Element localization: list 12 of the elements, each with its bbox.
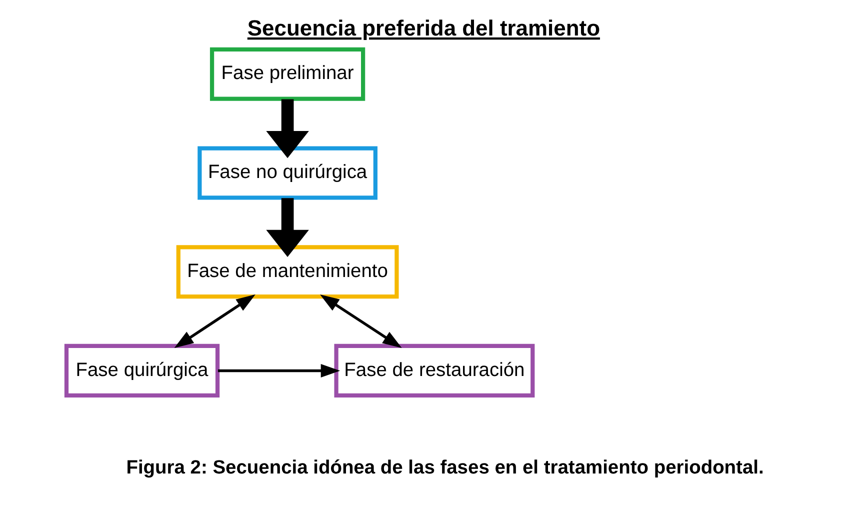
caption: Figura 2: Secuencia idónea de las fases en el tratamiento periodontal. [126,457,764,478]
arrow [217,364,340,378]
node-box: Fase preliminar [209,47,365,101]
arrow [320,294,402,348]
arrow [266,198,308,257]
arrow [174,294,255,348]
diagram-title: Secuencia preferida del tramiento [246,15,600,40]
node-box: Fase de mantenimiento [176,245,398,299]
arrow [266,99,308,158]
node-box: Fase no quirúrgica [197,146,377,200]
node-box: Fase quirúrgica [64,344,220,398]
node-box: Fase de restauración [334,344,534,398]
